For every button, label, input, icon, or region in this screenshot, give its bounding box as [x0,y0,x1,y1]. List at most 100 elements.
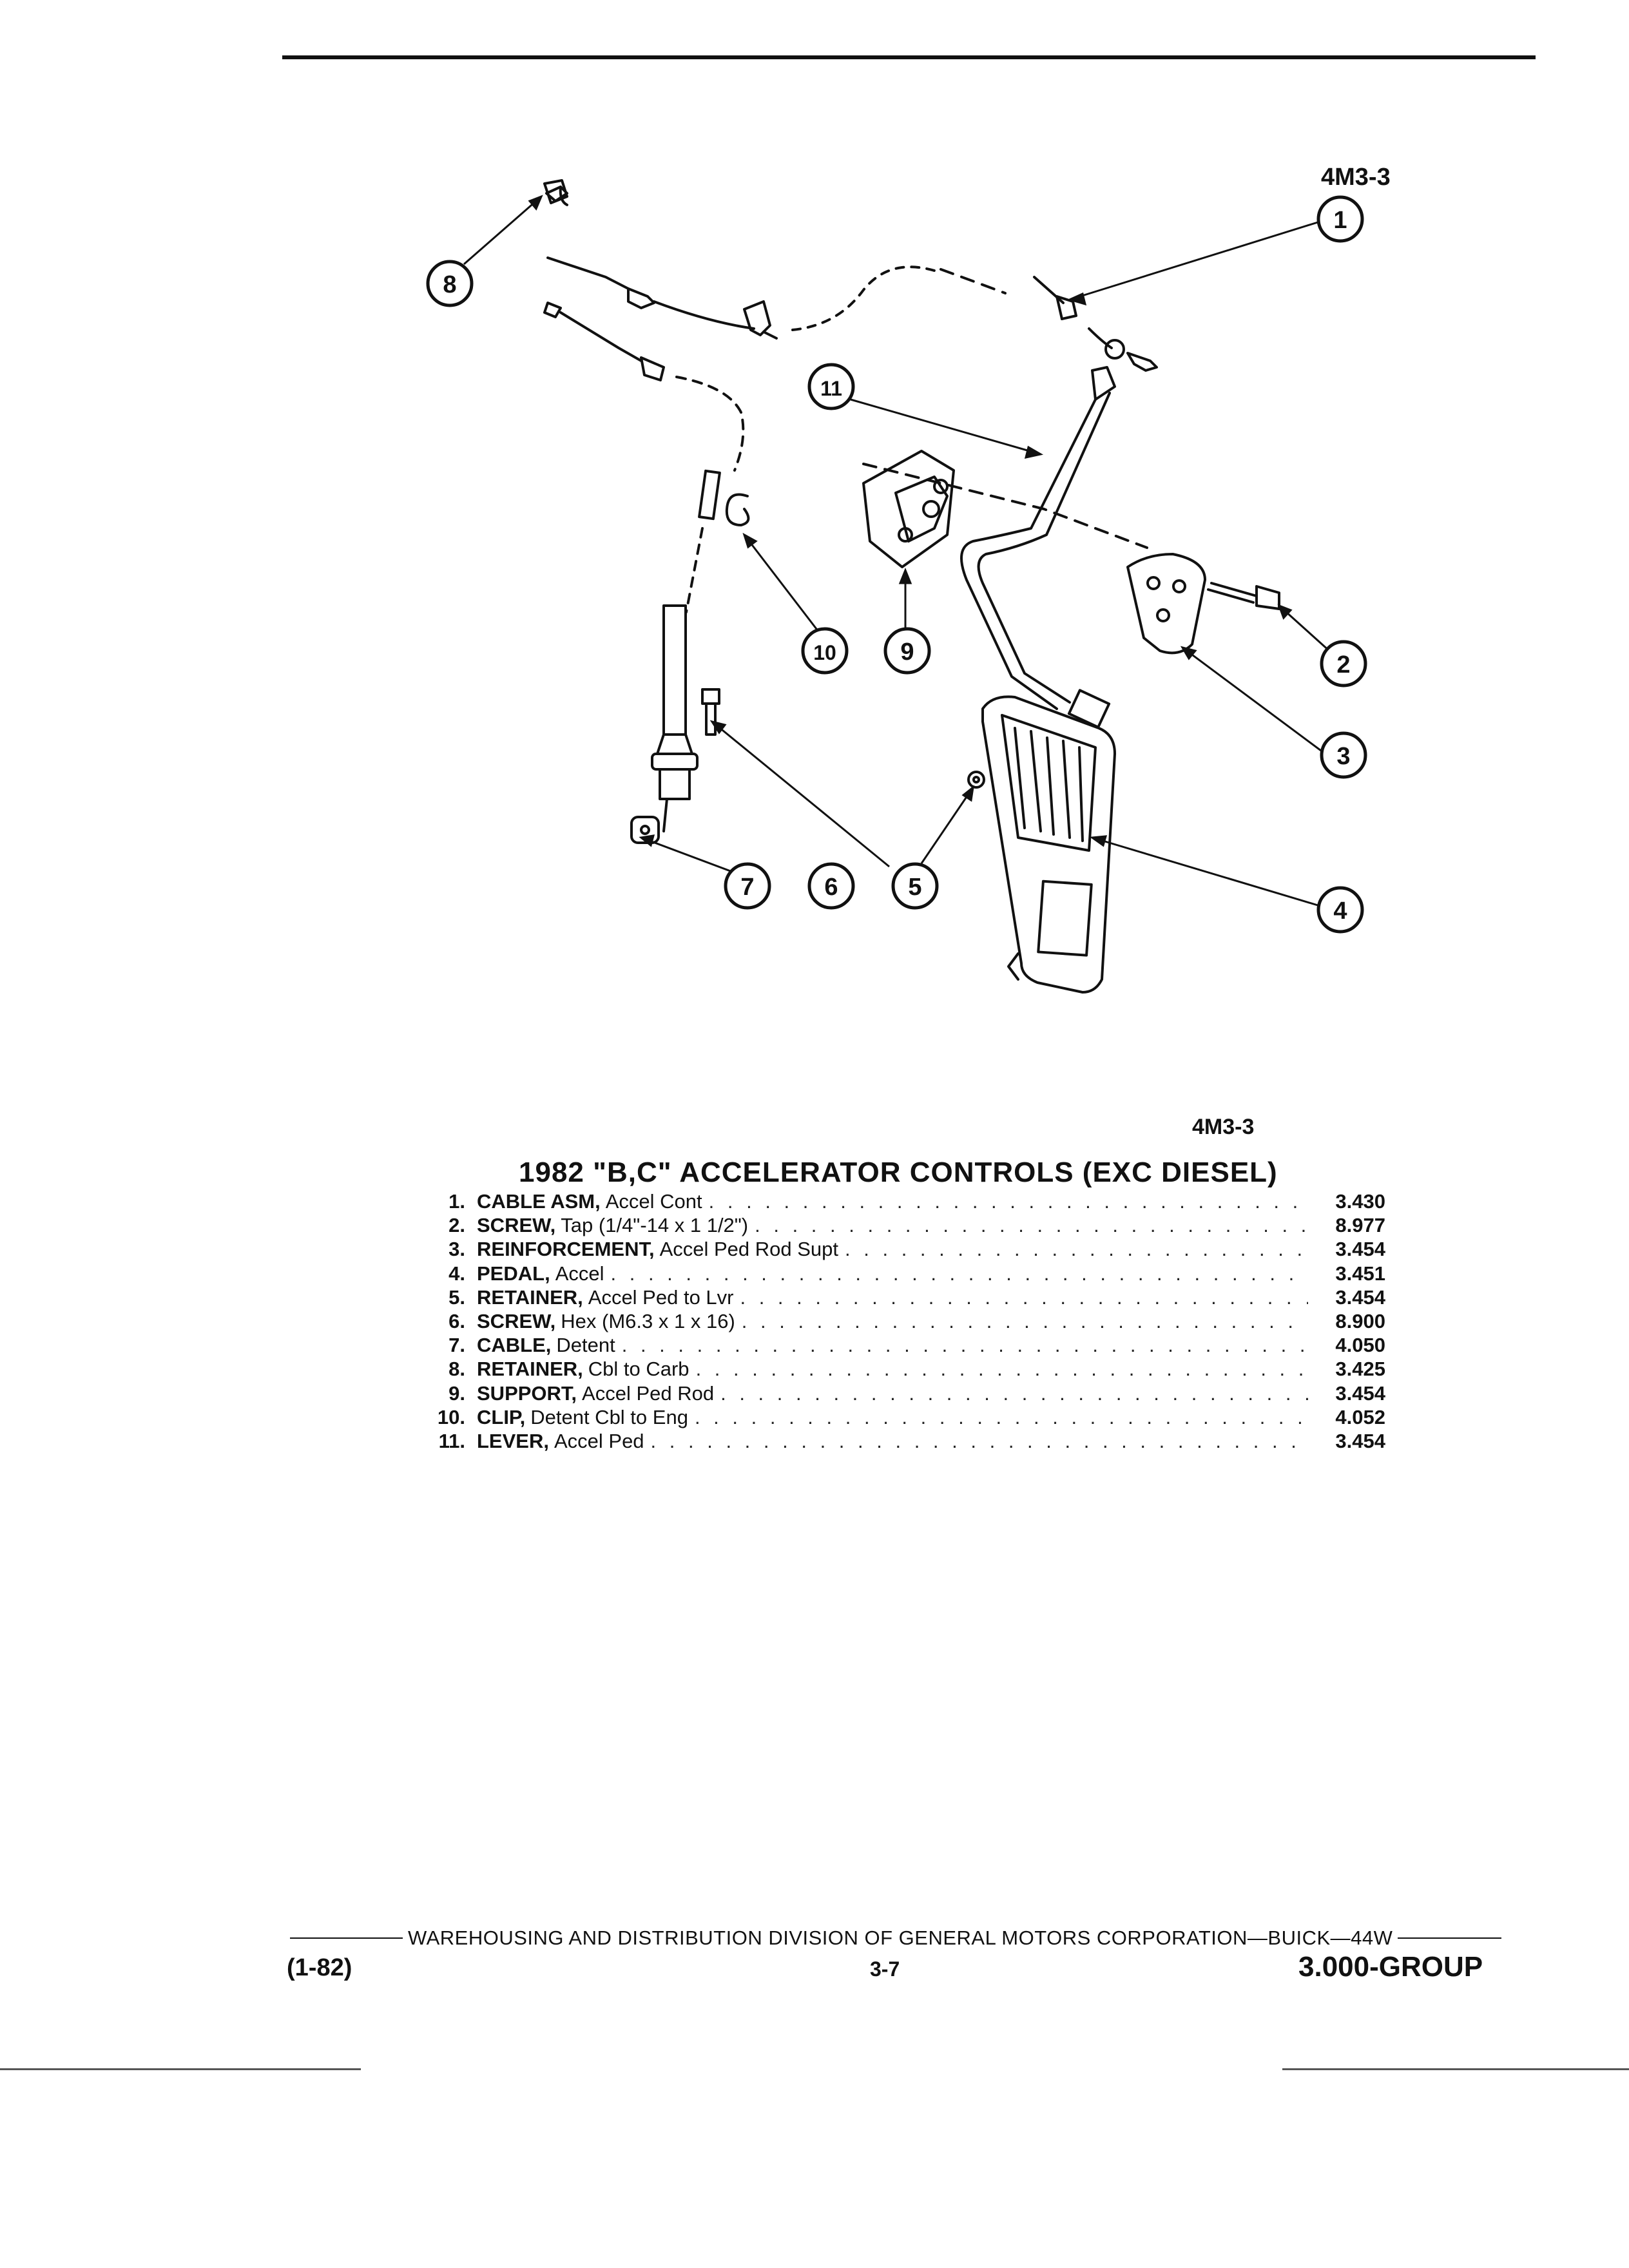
figure-code-bottom: 4M3-3 [1192,1115,1255,1139]
callout-3-circle [1320,731,1367,779]
exploded-parts-diagram: 1 2 3 4 5 6 7 8 9 10 11 [426,179,1367,994]
part-description: Accel Cont [605,1190,702,1213]
bottom-rule-left [0,2068,361,2070]
part-group-code: 3.425 [1335,1358,1385,1381]
part-group-code: 4.052 [1335,1405,1385,1428]
figure-code-top: 4M3-3 [1321,164,1391,191]
part-group-code: 3.430 [1335,1190,1385,1213]
part-number: 9. [448,1381,465,1405]
part-group-code: 3.451 [1335,1262,1385,1285]
part-group-code: 3.454 [1335,1238,1385,1261]
part-row: 10. CLIP,Detent Cbl to Eng . . . . . . . … [419,1405,1385,1429]
leader-dots: . . . . . . . . . . . . . . . . . . . . … [621,1334,1308,1357]
part-description: Cbl to Carb [588,1358,689,1381]
part-number: 11. [438,1429,465,1452]
bottom-rule-right [1282,2068,1629,2070]
top-rule [282,55,1536,59]
part-row: 2. SCREW,Tap (1/4"-14 x 1 1/2") . . . . .… [419,1213,1385,1237]
leader-dots: . . . . . . . . . . . . . . . . . . . . … [650,1429,1308,1452]
callout-1-circle [1316,195,1364,243]
leader-dots: . . . . . . . . . . . . . . . . . . . . … [755,1214,1308,1237]
footer-dash-left [290,1937,403,1939]
callout-6-circle [807,862,855,910]
callout-5-label: 5 [908,874,921,901]
callout-11-label: 11 [820,377,842,400]
part-number: 8. [448,1358,465,1381]
part-group-code: 3.454 [1335,1285,1385,1309]
part-description: Hex (M6.3 x 1 x 16) [561,1309,735,1332]
part-name: PEDAL, [477,1262,550,1285]
parts-list: 1. CABLE ASM,Accel Cont . . . . . . . . .… [419,1189,1385,1453]
footer-division-text: WAREHOUSING AND DISTRIBUTION DIVISION OF… [408,1927,1393,1949]
footer-page-number: 3-7 [870,1957,900,1981]
callout-10-circle [801,627,849,675]
part-name: CABLE ASM, [477,1190,601,1213]
callout-2-circle [1320,640,1367,687]
part-name: CLIP, [477,1405,526,1428]
callout-11-circle [807,363,855,410]
callout-6-label: 6 [824,874,838,901]
part-name: LEVER, [477,1429,549,1452]
part-number: 10. [437,1405,465,1428]
part-name: SCREW, [477,1309,556,1332]
part-number: 6. [448,1309,465,1332]
part-group-code: 4.050 [1335,1334,1385,1357]
part-number: 4. [448,1262,465,1285]
part-name: CABLE, [477,1334,552,1357]
callout-5-circle [891,862,939,910]
part-description: Tap (1/4"-14 x 1 1/2") [561,1214,749,1237]
part-number: 7. [448,1334,465,1357]
callout-4-circle [1316,886,1364,934]
callout-9-label: 9 [900,639,914,666]
part-name: SCREW, [477,1214,556,1237]
leader-dots: . . . . . . . . . . . . . . . . . . . . … [720,1381,1308,1405]
leader-dots: . . . . . . . . . . . . . . . . . . . . … [845,1238,1308,1261]
callout-8-label: 8 [443,271,456,298]
callout-2-label: 2 [1336,651,1350,678]
callout-7-circle [724,862,771,910]
part-name: REINFORCEMENT, [477,1238,655,1261]
leader-dots: . . . . . . . . . . . . . . . . . . . . … [708,1190,1308,1213]
pedal-rod-support-part [862,450,1148,568]
footer-dash-right [1398,1937,1501,1939]
callout-7-label: 7 [740,874,754,901]
reinforcement-plate-part [1126,553,1206,655]
part-description: Accel Ped Rod Supt [659,1238,839,1261]
part-name: RETAINER, [477,1358,583,1381]
callout-4-label: 4 [1333,898,1347,925]
part-row: 7. CABLE,Detent . . . . . . . . . . . . .… [419,1333,1385,1357]
part-row: 6. SCREW,Hex (M6.3 x 1 x 16) . . . . . . … [419,1309,1385,1333]
page-title: 1982 "B,C" ACCELERATOR CONTROLS (EXC DIE… [519,1157,1278,1188]
callout-10-label: 10 [813,641,836,664]
leader-dots: . . . . . . . . . . . . . . . . . . . . … [610,1262,1309,1285]
part-name: SUPPORT, [477,1381,577,1405]
footer-division-line: WAREHOUSING AND DISTRIBUTION DIVISION OF… [290,1927,1501,1950]
part-row: 4.PEDAL,Accel . . . . . . . . . . . . . … [419,1262,1385,1285]
part-group-code: 8.977 [1335,1214,1385,1237]
carb-retainer-part [543,179,568,204]
part-row: 5.RETAINER,Accel Ped to Lvr . . . . . . … [419,1285,1385,1309]
pedal-retainer-part [967,771,985,789]
leader-dots: . . . . . . . . . . . . . . . . . . . . … [741,1309,1308,1332]
part-description: Accel Ped Rod [582,1381,715,1405]
part-group-code: 3.454 [1335,1381,1385,1405]
detent-cable-part [543,302,745,844]
tap-screw-2-part [1207,582,1280,610]
part-number: 3. [448,1238,465,1261]
part-description: Detent Cbl to Eng [530,1405,688,1428]
footer-date: (1-82) [287,1954,352,1981]
part-number: 5. [448,1285,465,1309]
part-row: 11. LEVER,Accel Ped . . . . . . . . . . .… [419,1429,1385,1453]
part-description: Accel Ped [554,1429,644,1452]
callout-9-circle [883,627,931,675]
part-description: Detent [556,1334,615,1357]
leader-dots: . . . . . . . . . . . . . . . . . . . . … [694,1405,1308,1428]
part-row: 3. REINFORCEMENT,Accel Ped Rod Supt . . .… [419,1237,1385,1261]
callout-1-label: 1 [1333,207,1347,234]
part-number: 1. [448,1190,465,1213]
part-group-code: 8.900 [1335,1309,1385,1332]
accel-pedal-part [981,695,1116,994]
hex-screw-6-part [701,688,720,736]
part-number: 2. [448,1214,465,1237]
part-description: Accel Ped to Lvr [588,1285,734,1309]
